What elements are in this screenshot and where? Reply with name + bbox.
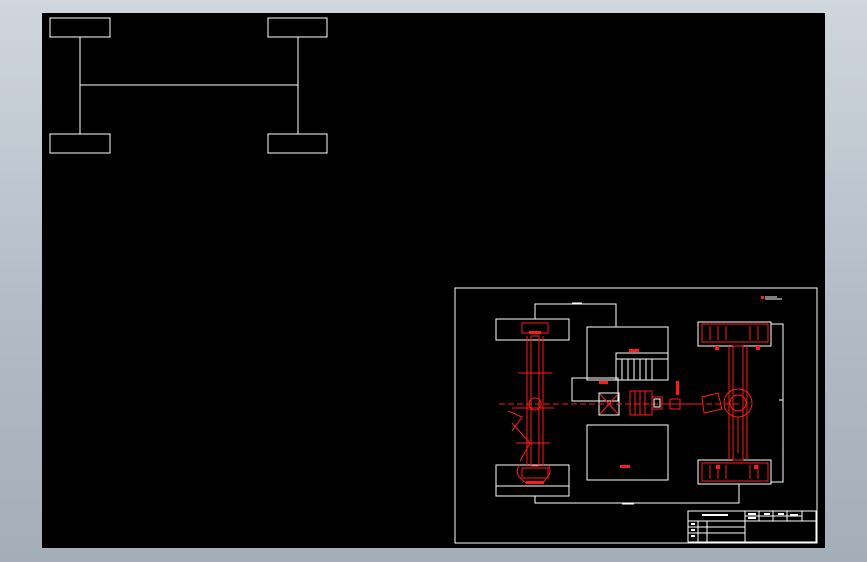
driveline-assembly xyxy=(629,381,697,416)
top-dimension-line xyxy=(534,303,617,327)
title-block-marks xyxy=(691,513,798,537)
clutch-housing xyxy=(571,377,619,402)
sheet-border xyxy=(454,287,818,544)
bottom-dimension-line xyxy=(534,484,740,504)
fuel-tank-block xyxy=(586,424,669,481)
front-axle-assembly xyxy=(507,322,554,484)
cad-canvas xyxy=(49,17,818,544)
sheet-wheel-front-left xyxy=(495,318,570,341)
chassis-schematic xyxy=(49,17,328,154)
front-left-wheel-box xyxy=(49,17,111,38)
gearbox-grid xyxy=(616,358,668,380)
drawing-sheet xyxy=(454,287,818,544)
right-dimension-line xyxy=(771,323,784,483)
gearbox-block xyxy=(615,352,669,381)
sheet-wheel-rear-right xyxy=(697,459,772,485)
rear-left-wheel-box xyxy=(49,133,111,154)
cad-drawing-viewport[interactable] xyxy=(42,13,825,548)
sheet-wheel-rear-left-lower xyxy=(495,485,570,497)
rear-axle-assembly xyxy=(701,323,769,482)
title-block xyxy=(687,510,817,543)
sheet-note xyxy=(761,296,782,300)
rear-right-wheel-box xyxy=(267,133,328,154)
front-right-wheel-box xyxy=(267,17,328,38)
